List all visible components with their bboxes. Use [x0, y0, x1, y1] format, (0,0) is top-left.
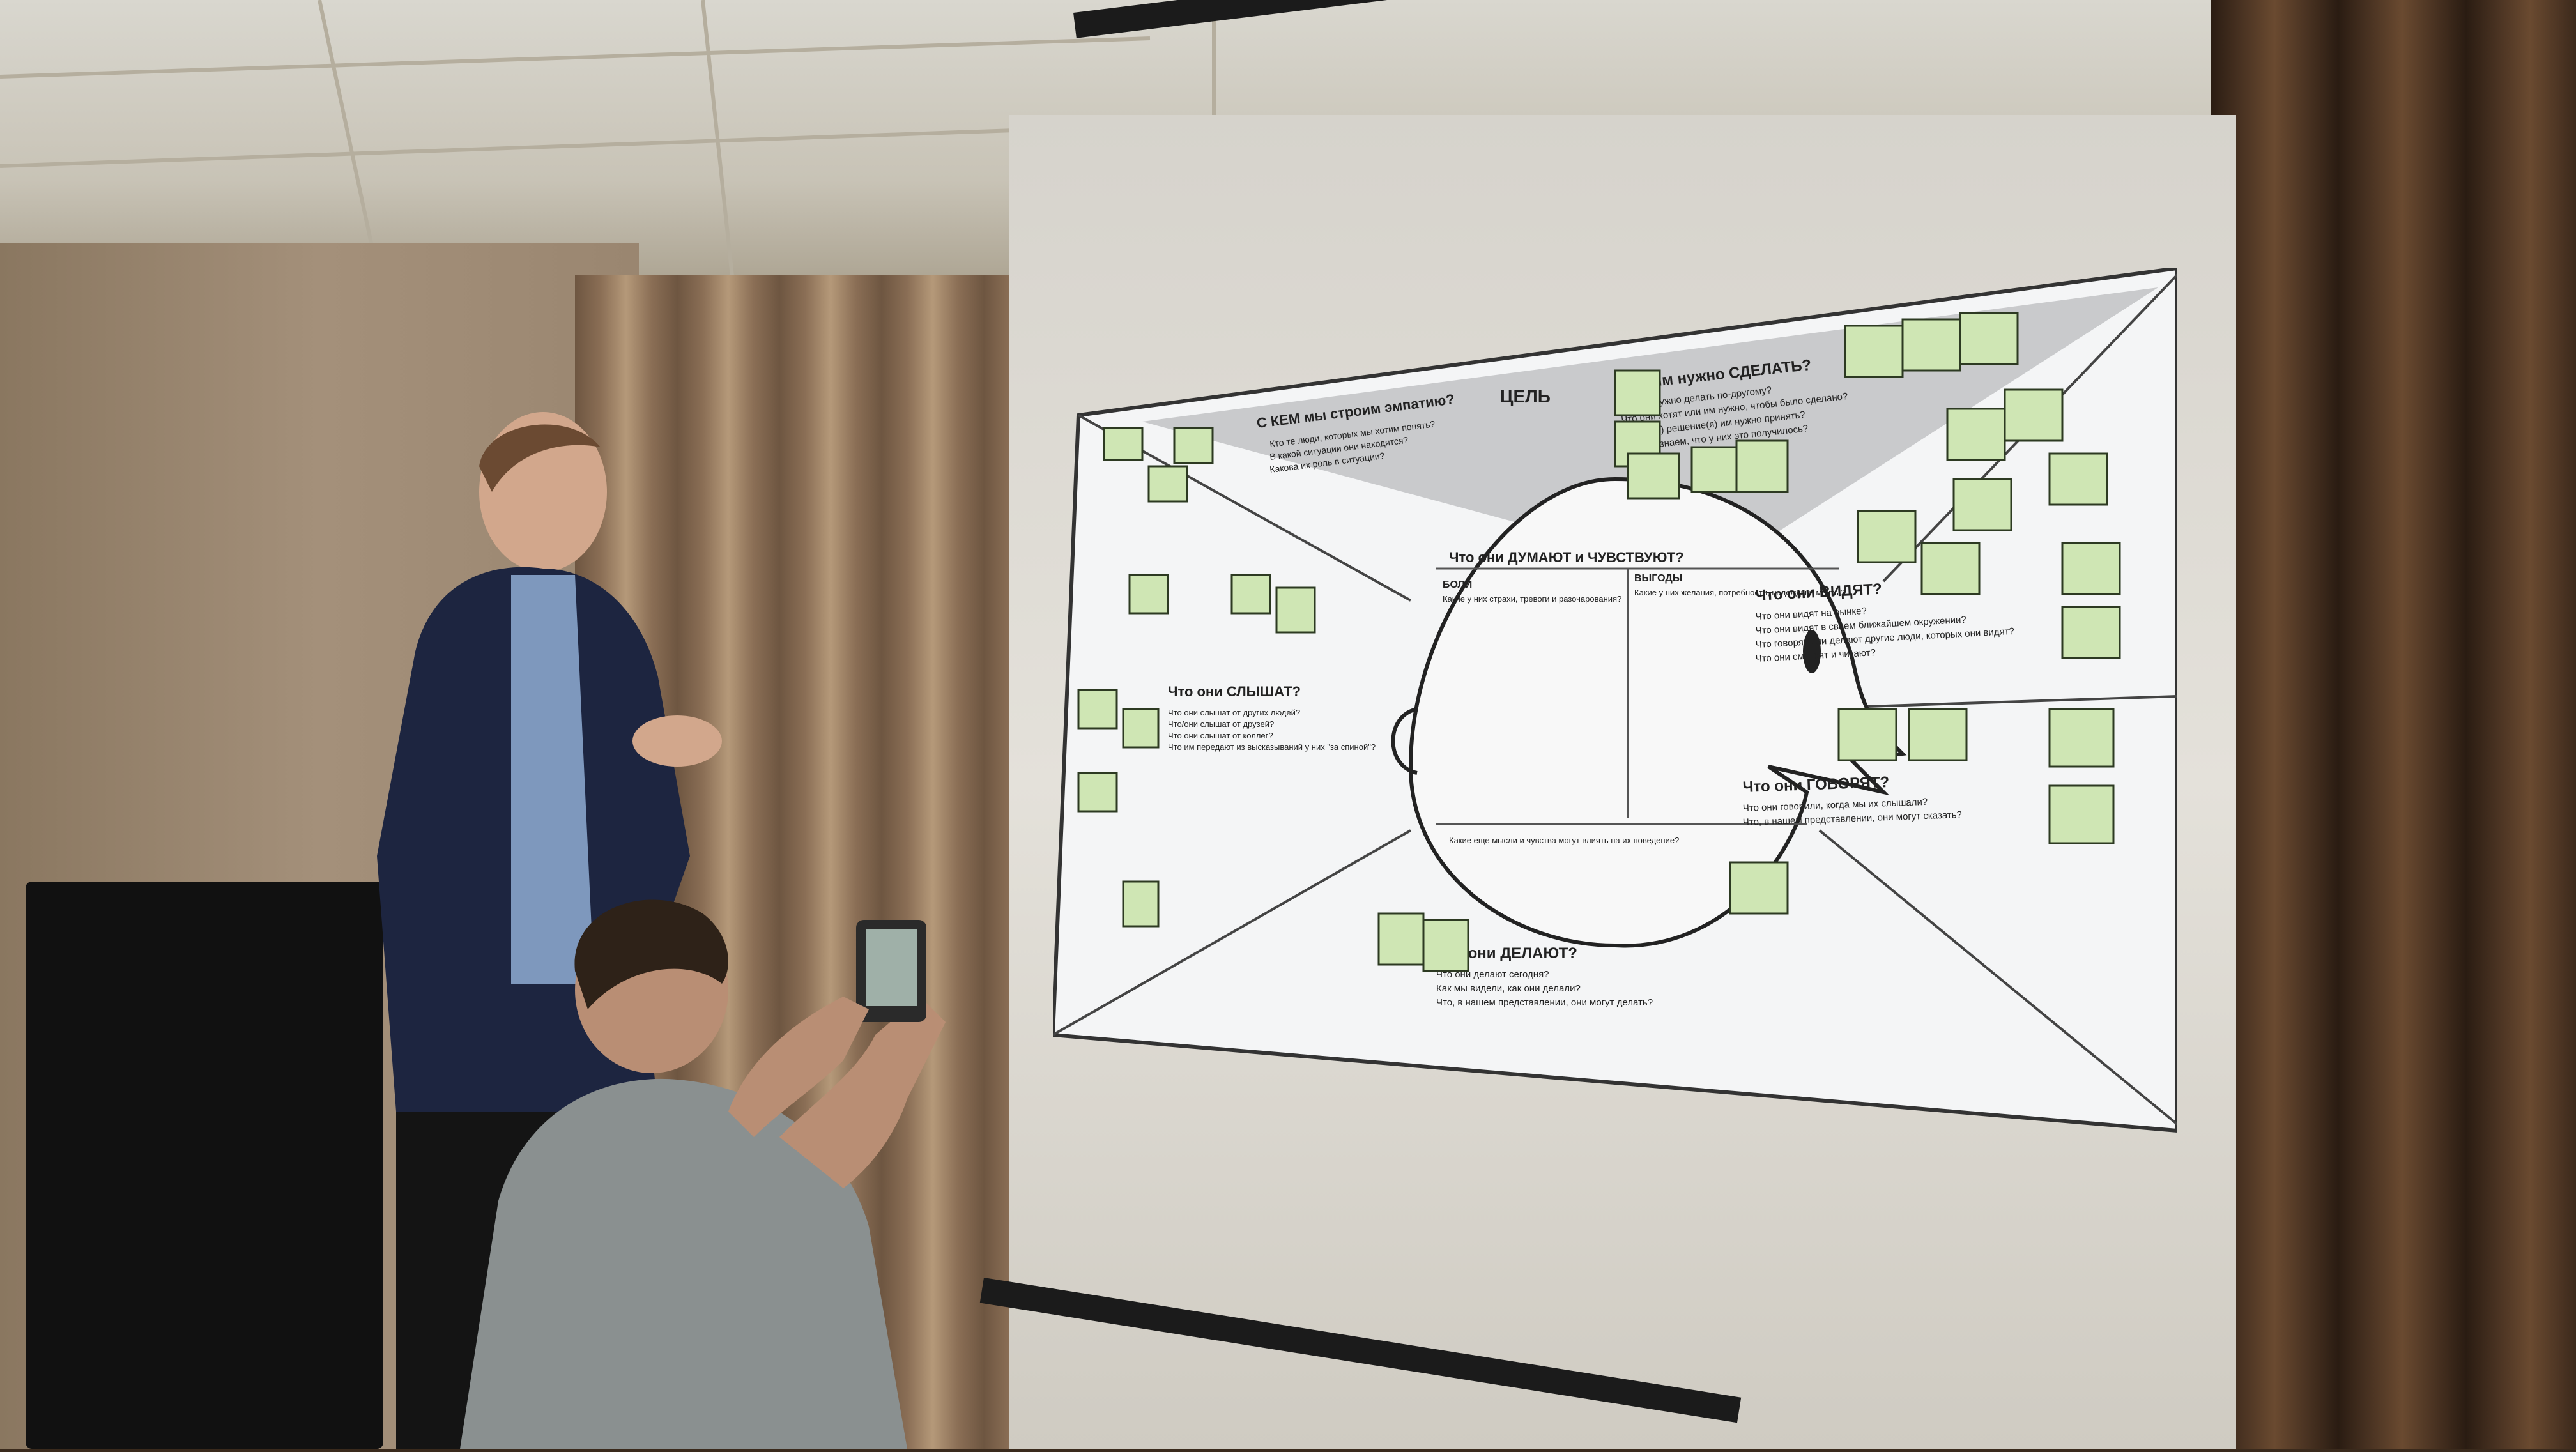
person-taking-photo	[460, 869, 1035, 1449]
sticky-notes	[1077, 312, 2121, 972]
head-outline	[1408, 477, 1907, 948]
goal-label: ЦЕЛЬ	[1500, 386, 1551, 406]
pains-title: БОЛИ	[1443, 579, 1472, 590]
ceiling-tiles	[0, 0, 1216, 301]
svg-text:Какие у них желания, потребнос: Какие у них желания, потребности, надежд…	[1634, 588, 1845, 597]
svg-text:Какие еще мысли и чувства могу: Какие еще мысли и чувства могут влиять н…	[1449, 836, 1679, 845]
empathy-map-canvas: ЦЕЛЬ С КЕМ мы строим эмпатию? Кто те люд…	[1053, 268, 2177, 1137]
black-speaker-cabinet	[26, 882, 383, 1449]
right-curtain	[2211, 0, 2576, 1449]
svg-text:Что/они слышат от друзей?: Что/они слышат от друзей?	[1168, 719, 1274, 729]
svg-text:Как мы видели, как они делали?: Как мы видели, как они делали?	[1436, 983, 1581, 994]
section-7-title: Что они ДУМАЮТ и ЧУВСТВУЮТ?	[1449, 549, 1684, 565]
section-6-title: Что они СЛЫШАТ?	[1168, 684, 1301, 699]
ear	[1391, 707, 1418, 775]
eye	[1803, 630, 1821, 673]
svg-text:Что они слышат от коллег?: Что они слышат от коллег?	[1168, 731, 1273, 740]
svg-text:Что они слышат от других людей: Что они слышат от других людей?	[1168, 708, 1300, 717]
svg-text:Что им передают из высказывани: Что им передают из высказываний у них "з…	[1168, 742, 1376, 752]
gains-title: ВЫГОДЫ	[1634, 573, 1682, 584]
svg-text:Что, в нашем представлении, он: Что, в нашем представлении, они могут де…	[1436, 997, 1653, 1008]
svg-text:Какие у них страхи, тревоги и: Какие у них страхи, тревоги и разочарова…	[1443, 594, 1621, 604]
empathy-map-drawing: ЦЕЛЬ С КЕМ мы строим эмпатию? Кто те люд…	[1053, 268, 2177, 1133]
